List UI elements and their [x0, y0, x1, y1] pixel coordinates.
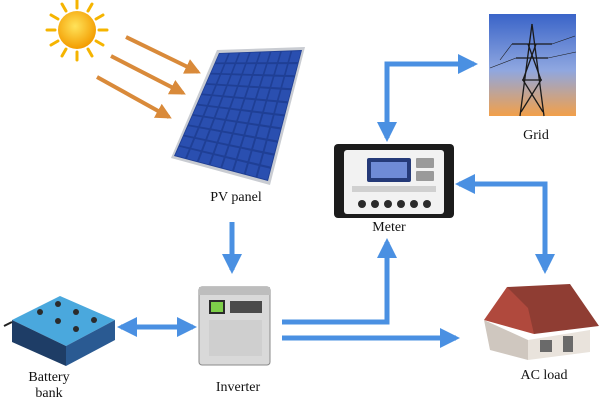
sunlight-arrow-1	[125, 35, 201, 74]
battery-bank-icon	[3, 296, 115, 366]
charge-meter-icon	[334, 144, 454, 218]
sunlight-arrows	[96, 35, 201, 119]
solar-panel-icon	[171, 47, 305, 185]
sunlight-arrow-3	[96, 75, 172, 119]
house-icon	[484, 284, 599, 360]
sun-icon	[45, 0, 109, 62]
arrow-inverter-to-meter	[282, 238, 397, 325]
grid-label: Grid	[523, 128, 549, 143]
pv-panel-label: PV panel	[210, 190, 262, 205]
ac-load-label: AC load	[520, 368, 568, 383]
arrow-meter-grid	[377, 54, 478, 142]
battery-bank-label: Battery bank	[28, 370, 70, 400]
power-tower-icon	[489, 14, 577, 117]
inverter-icon	[198, 286, 271, 366]
inverter-label: Inverter	[215, 380, 261, 395]
meter-label: Meter	[372, 220, 406, 235]
arrow-meter-load	[455, 174, 555, 274]
sunlight-arrow-2	[110, 54, 186, 95]
